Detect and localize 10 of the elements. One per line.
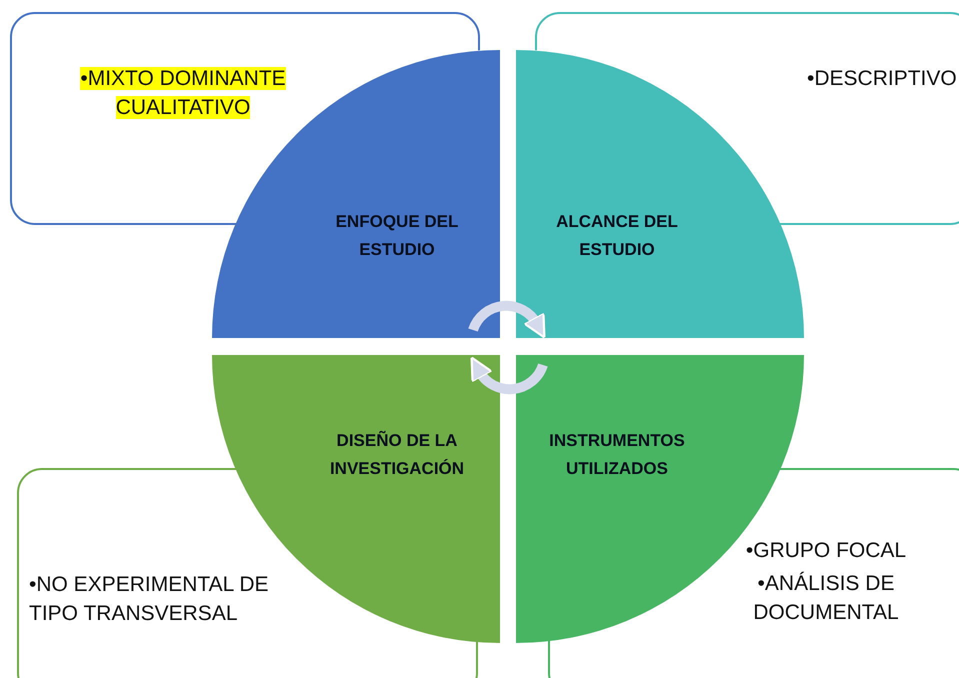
quadrant-label: ENFOQUE DEL ESTUDIO [334,211,460,261]
quadrant-label: DISEÑO DE LA INVESTIGACIÓN [328,430,466,480]
bullet-item: •ANÁLISIS DE DOCUMENTAL [752,570,900,626]
bullet-item: •DESCRIPTIVO [807,66,957,92]
bullet-item: •GRUPO FOCAL [744,538,908,564]
cycle-arrow [468,300,546,338]
bullet-item: •MIXTO DOMINANTE CUALITATIVO [79,66,287,121]
bullet-item: •NO EXPERIMENTAL DE TIPO TRANSVERSAL [29,572,270,627]
quadrant-label: ALCANCE DEL ESTUDIO [555,211,679,261]
quadrant-label: INSTRUMENTOS UTILIZADOS [548,430,686,480]
